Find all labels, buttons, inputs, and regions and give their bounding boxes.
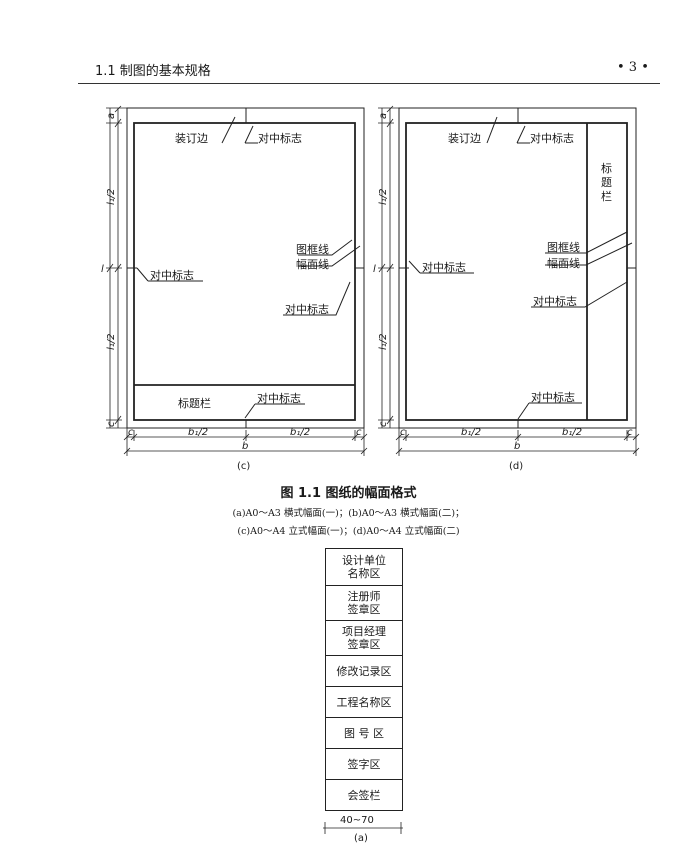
dim-a-c: a bbox=[106, 113, 117, 119]
dim-l1-bottom-c: l₁/2 bbox=[106, 333, 117, 350]
figure-c bbox=[106, 105, 368, 456]
dim-b1-right-c: b₁/2 bbox=[290, 427, 310, 438]
title-block-label-d-2: 题 bbox=[601, 176, 612, 189]
title-block-cell: 图 号 区 bbox=[326, 717, 402, 748]
title-block-cell: 签字区 bbox=[326, 748, 402, 779]
center-mark-right-label-c: 对中标志 bbox=[285, 302, 329, 316]
frame-outline-d bbox=[405, 122, 628, 421]
sheet-line-label-c: 幅面线 bbox=[296, 257, 329, 271]
figure-a-label: (a) bbox=[354, 833, 368, 844]
dim-l-d: l bbox=[373, 264, 376, 275]
title-block-label-d-3: 栏 bbox=[601, 189, 612, 203]
running-header-section: 1.1 制图的基本规格 bbox=[95, 64, 211, 79]
dim-l1-bottom-d: l₁/2 bbox=[378, 333, 389, 350]
dim-c-left-c: c bbox=[128, 427, 134, 438]
center-mark-top-label-d: 对中标志 bbox=[530, 131, 574, 145]
figure-c-label: (c) bbox=[237, 461, 250, 472]
figure-c-labels: 装订边 对中标志 对中标志 图框线 幅面线 对中标志 标题栏 对中标志 a l₁… bbox=[101, 113, 362, 472]
figure-caption-title: 图 1.1 图纸的幅面格式 bbox=[280, 486, 417, 501]
title-block-cell: 项目经理 签章区 bbox=[326, 620, 402, 655]
dim-b1-left-c: b₁/2 bbox=[188, 427, 208, 438]
dim-c-right-c: c bbox=[356, 427, 362, 438]
figure-d bbox=[378, 105, 640, 456]
page-number: • 3 • bbox=[617, 60, 649, 75]
title-block-cell: 设计单位 名称区 bbox=[342, 554, 386, 580]
title-block-width-dim bbox=[323, 822, 403, 834]
title-block-cell: 工程名称区 bbox=[326, 686, 402, 717]
figure-d-label: (d) bbox=[509, 461, 523, 472]
binding-edge-label-d: 装订边 bbox=[448, 132, 481, 145]
title-block-width-label: 40~70 bbox=[340, 815, 374, 826]
title-block-table: 设计单位 名称区 注册师 签章区 项目经理 签章区 修改记录区 工程名称区 图 … bbox=[325, 548, 403, 811]
title-block-cell: 修改记录区 bbox=[326, 655, 402, 686]
dim-l1-top-d: l₁/2 bbox=[378, 188, 389, 205]
figure-caption-line-2: (c)A0～A4 立式幅面(一)；(d)A0～A4 立式幅面(二) bbox=[237, 526, 460, 537]
center-mark-top-label-c: 对中标志 bbox=[258, 131, 302, 145]
dim-b-d: b bbox=[514, 441, 520, 452]
border-line-label-c: 图框线 bbox=[296, 242, 329, 256]
center-mark-right-label-d: 对中标志 bbox=[533, 294, 577, 308]
dim-c-left-d: c bbox=[400, 427, 406, 438]
dim-l-c: l bbox=[101, 264, 104, 275]
dim-b-c: b bbox=[242, 441, 248, 452]
frame-outline-c bbox=[133, 122, 356, 421]
title-block-label-d-1: 标 bbox=[601, 161, 612, 175]
figure-caption-line-1: (a)A0～A3 横式幅面(一)；(b)A0～A3 横式幅面(二)； bbox=[232, 508, 465, 519]
header-rule bbox=[78, 83, 660, 84]
dim-c-bottom-c: c bbox=[106, 421, 117, 427]
dim-c-bottom-d: c bbox=[378, 421, 389, 427]
dim-l1-top-c: l₁/2 bbox=[106, 188, 117, 205]
title-block-cell: 会签栏 bbox=[326, 779, 402, 810]
figure-d-labels: 装订边 对中标志 标 题 栏 图框线 幅面线 对中标志 对中标志 对中标志 a … bbox=[373, 113, 633, 472]
center-mark-bottom-label-c: 对中标志 bbox=[257, 391, 301, 405]
dim-c-right-d: c bbox=[627, 427, 633, 438]
binding-edge-label-c: 装订边 bbox=[175, 132, 208, 145]
dim-b1-right-d: b₁/2 bbox=[562, 427, 582, 438]
dim-b1-left-d: b₁/2 bbox=[461, 427, 481, 438]
center-mark-bottom-label-d: 对中标志 bbox=[531, 390, 575, 404]
title-block-label-c: 标题栏 bbox=[178, 396, 211, 410]
dim-a-d: a bbox=[378, 113, 389, 119]
sheet-line-label-d: 幅面线 bbox=[547, 256, 580, 270]
title-block-cell: 注册师 签章区 bbox=[326, 585, 402, 620]
center-mark-left-label-c: 对中标志 bbox=[150, 268, 194, 282]
border-line-label-d: 图框线 bbox=[547, 240, 580, 254]
center-mark-left-label-d: 对中标志 bbox=[422, 260, 466, 274]
